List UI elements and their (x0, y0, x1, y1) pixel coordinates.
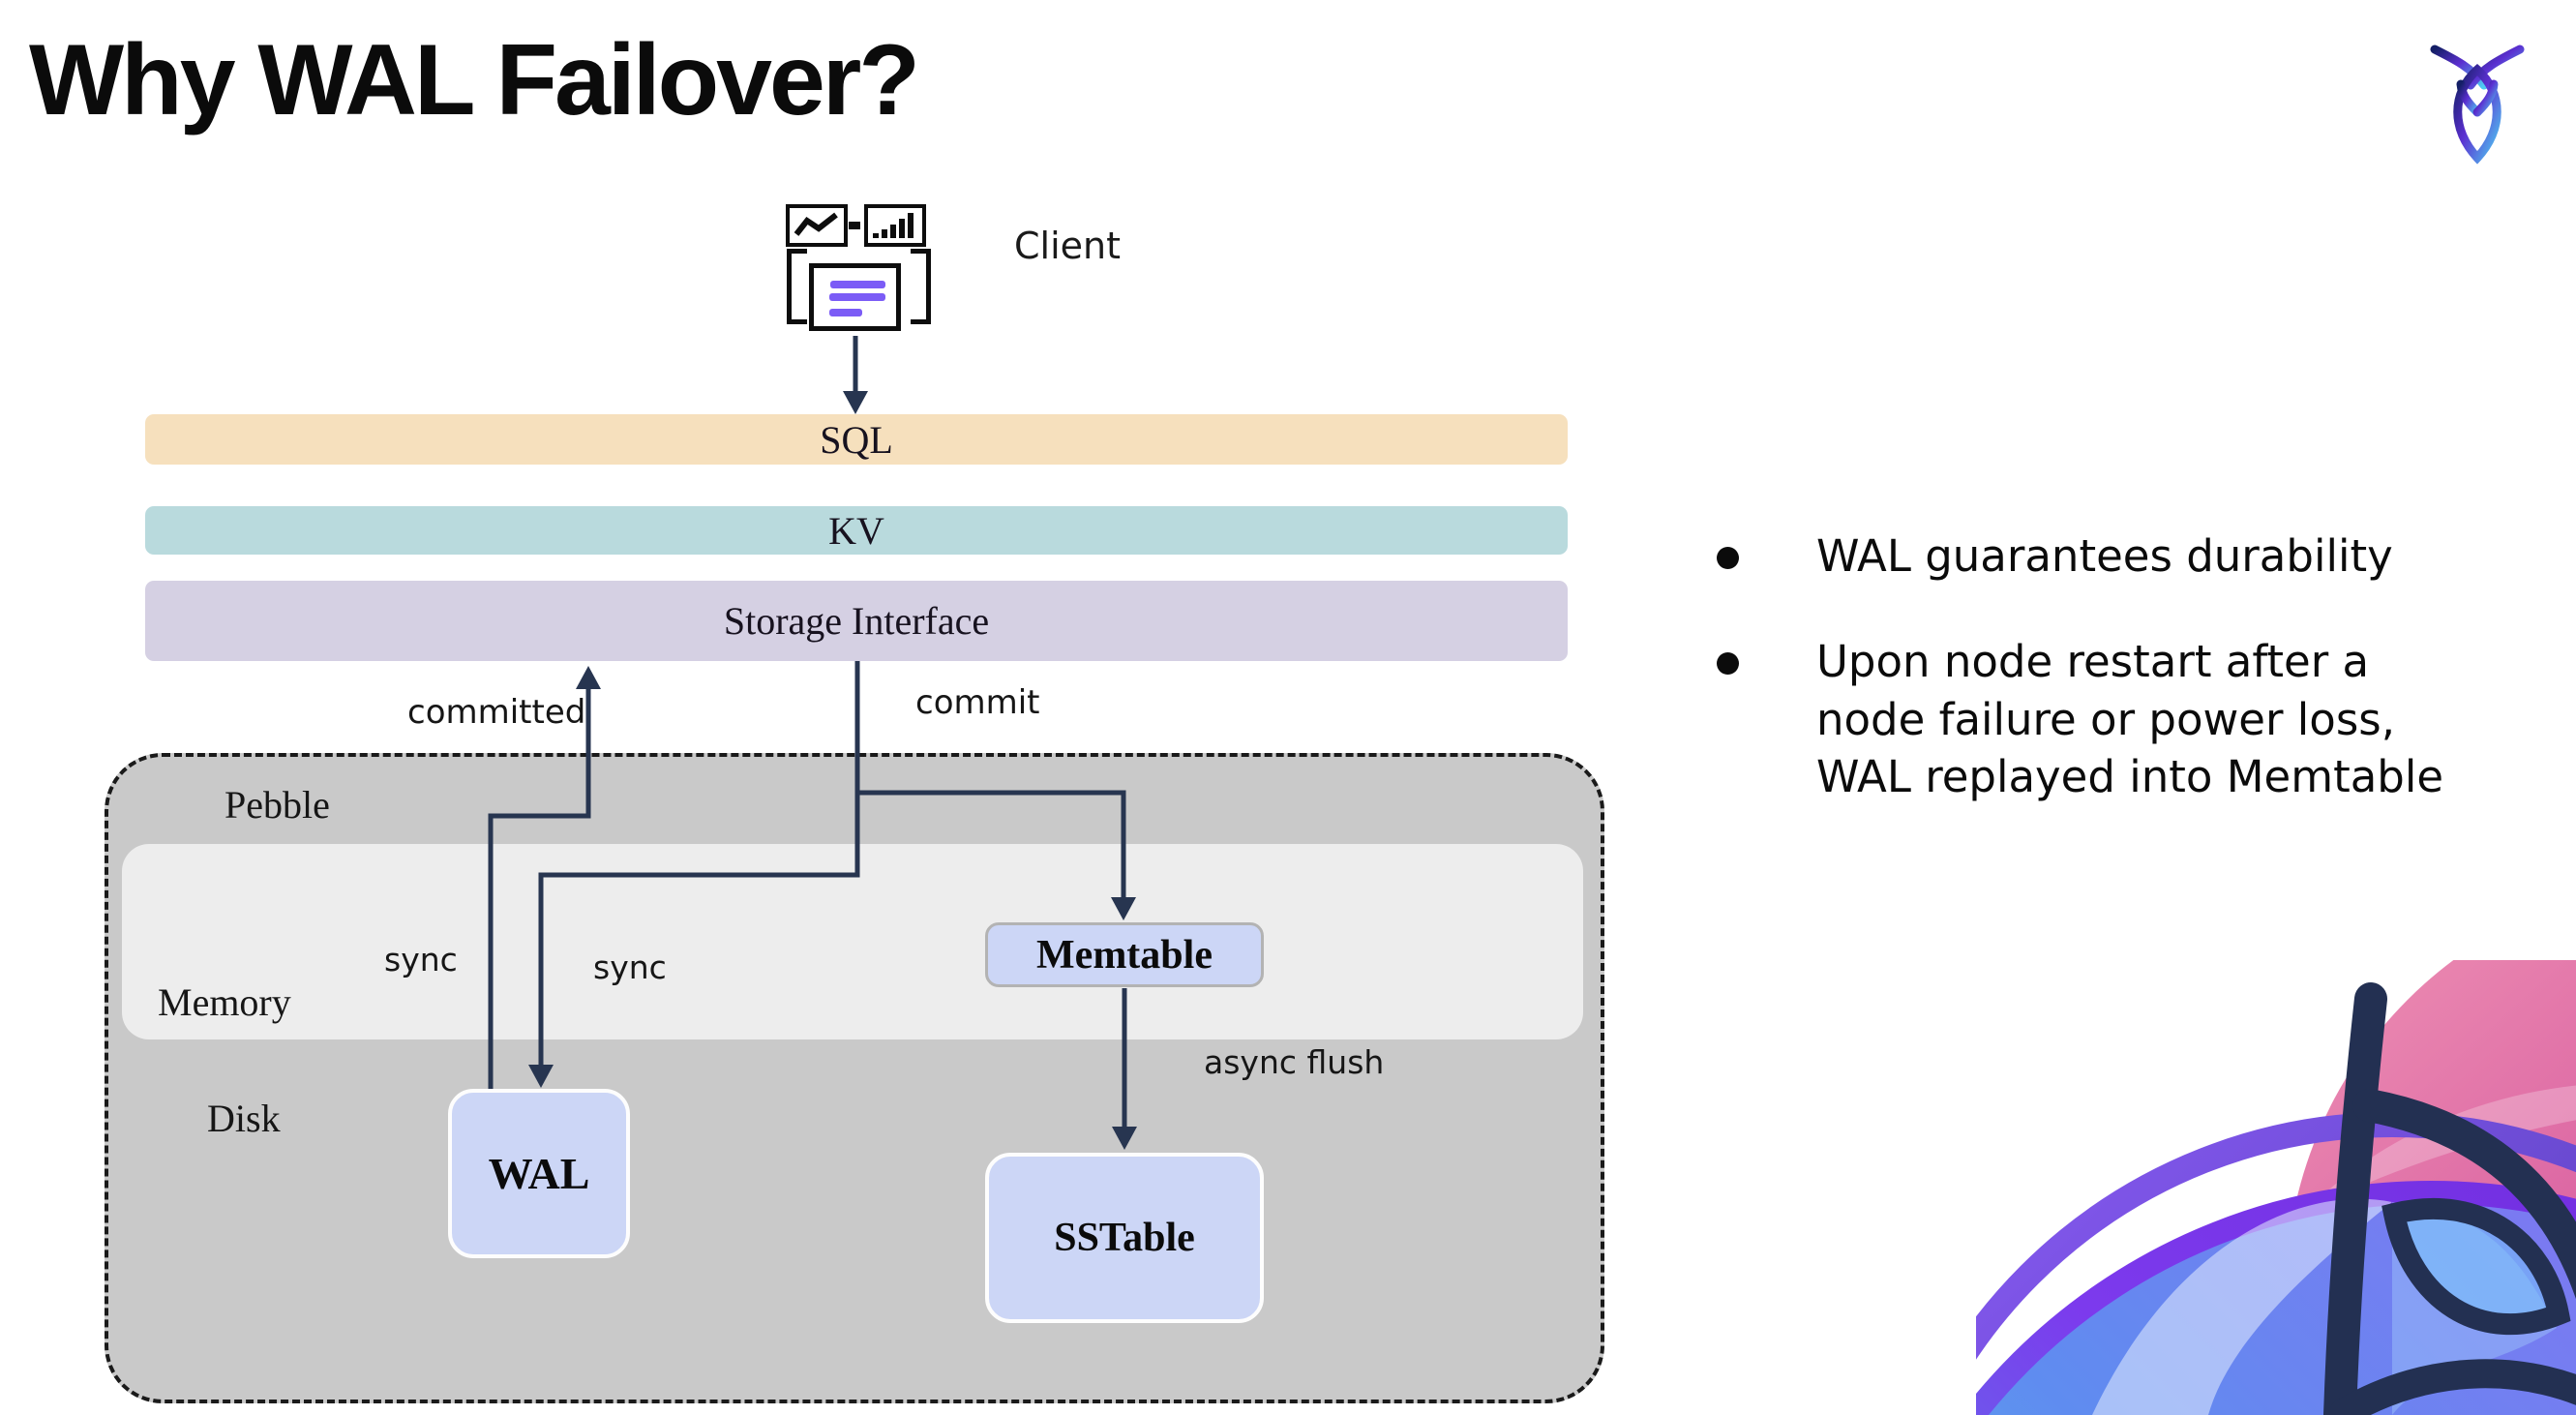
sync-left-label: sync (384, 941, 458, 978)
disk-label: Disk (207, 1097, 281, 1140)
pebble-label: Pebble (225, 783, 330, 827)
layer-bar-storage-interface: Storage Interface (145, 581, 1568, 661)
document-icon (809, 263, 901, 331)
bullet-list: WAL guarantees durability Upon node rest… (1693, 527, 2545, 855)
bullet-dot (1717, 547, 1739, 569)
client-label: Client (1014, 225, 1122, 267)
layer-bar-kv: KV (145, 506, 1568, 555)
memtable-label: Memtable (1036, 932, 1213, 978)
bullet-text: WAL guarantees durability (1816, 530, 2393, 582)
sstable-label: SSTable (1054, 1216, 1195, 1260)
node-memtable: Memtable (985, 922, 1264, 987)
list-item: WAL guarantees durability (1693, 527, 2545, 585)
page-title: Why WAL Failover? (29, 24, 920, 136)
bullet-dot (1717, 652, 1739, 676)
cockroach-brand-art (1976, 960, 2576, 1415)
layer-bar-sql: SQL (145, 414, 1568, 465)
memory-label: Memory (158, 980, 291, 1024)
sql-label: SQL (820, 417, 893, 462)
node-wal: WAL (448, 1089, 630, 1258)
committed-label: committed (407, 693, 586, 732)
memory-band (122, 844, 1583, 1039)
bracket-left-icon (787, 249, 807, 324)
async-flush-label: async flush (1204, 1043, 1385, 1081)
line-chart-icon (786, 204, 848, 247)
bar-chart-icon (864, 204, 926, 247)
sync-right-label: sync (593, 948, 667, 986)
list-item: Upon node restart after a node failure o… (1693, 633, 2545, 805)
storage-interface-label: Storage Interface (723, 599, 990, 643)
bracket-right-icon (911, 249, 931, 324)
client-icon (779, 198, 939, 416)
kv-label: KV (828, 508, 884, 553)
arrowhead (576, 666, 601, 689)
node-sstable: SSTable (985, 1153, 1264, 1323)
cockroachdb-logo-icon (2430, 45, 2525, 165)
bullet-text: Upon node restart after a node failure o… (1816, 636, 2444, 803)
dash-connector-icon (849, 222, 860, 229)
commit-label: commit (915, 683, 1040, 722)
wal-label: WAL (488, 1149, 590, 1198)
